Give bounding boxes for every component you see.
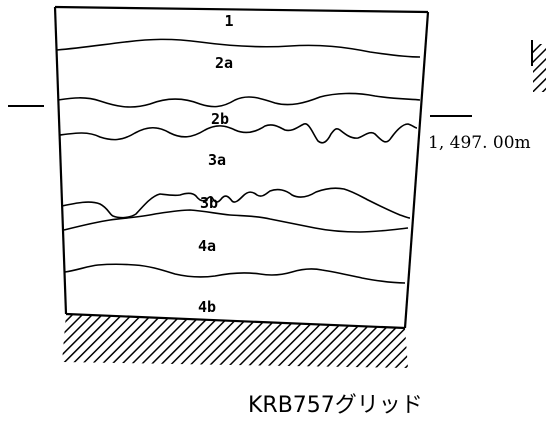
frame-top-edge xyxy=(54,5,429,14)
frame-left-edge xyxy=(53,6,68,315)
layer-label-4a: 4a xyxy=(198,237,216,255)
boundary-4a-4b xyxy=(64,263,406,284)
elevation-label: 1, 497. 00m xyxy=(428,133,531,153)
layer-boundaries xyxy=(56,38,421,284)
bedrock-top-edge xyxy=(65,312,406,330)
section-frame xyxy=(53,5,430,329)
layer-label-3a: 3a xyxy=(208,151,226,169)
boundary-2b-3a xyxy=(59,123,418,144)
layer-label-1: 1 xyxy=(224,12,233,30)
boundary-3b-4a xyxy=(63,209,409,233)
layer-label-3b: 3b xyxy=(200,194,218,212)
adjacent-section-hatch xyxy=(533,44,546,92)
adjacent-section-fragment xyxy=(531,40,546,92)
boundary-3a-3b xyxy=(61,187,411,219)
grid-caption: KRB757グリッド xyxy=(248,393,423,418)
layer-label-4b: 4b xyxy=(198,298,216,316)
layer-label-2b: 2b xyxy=(211,110,229,128)
layer-label-2a: 2a xyxy=(215,54,233,72)
bedrock-hatch xyxy=(62,314,408,368)
boundary-2a-2b xyxy=(57,92,421,108)
boundary-1-2a xyxy=(56,38,421,58)
frame-right-edge xyxy=(403,11,430,329)
